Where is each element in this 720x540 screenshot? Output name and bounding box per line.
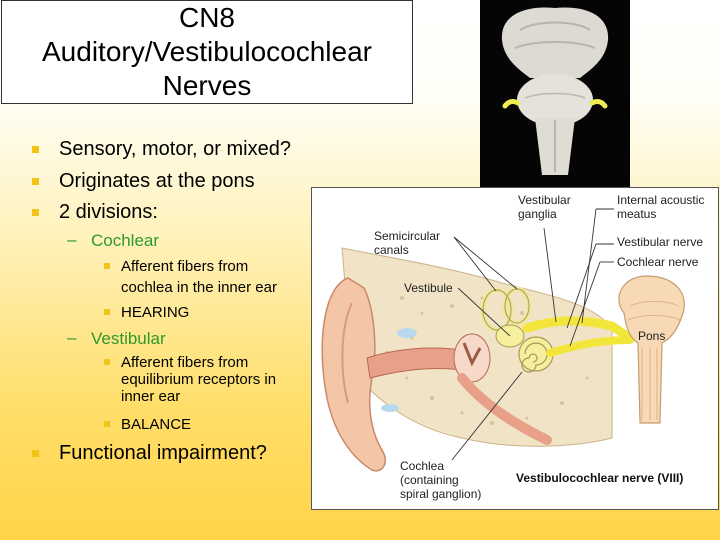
dash-marker: –	[67, 328, 77, 347]
bullet-marker	[104, 263, 110, 269]
ear-anatomy-diagram: Vestibular ganglia Internal acoustic mea…	[311, 187, 719, 510]
cochlear-function: HEARING	[104, 304, 189, 321]
label-cochlea-2: (containing	[400, 473, 459, 487]
label-vestibular-ganglia: Vestibular	[518, 193, 571, 207]
label-pons: Pons	[638, 329, 665, 343]
bullet-marker	[32, 146, 39, 153]
bullet-divisions: 2 divisions:	[32, 201, 158, 224]
label-semicircular-canals: Semicircular	[374, 229, 440, 243]
label-vestibular-ganglia-2: ganglia	[518, 207, 557, 221]
sub-bullet-cochlear: – Cochlear	[67, 230, 160, 250]
vestibular-detail: Afferent fibers from equilibrium recepto…	[104, 354, 276, 405]
bullet-marker	[104, 359, 110, 365]
bullet-origin: Originates at the pons	[32, 170, 255, 193]
diagram-caption: Vestibulocochlear nerve (VIII)	[516, 471, 683, 485]
bullet-marker	[104, 421, 110, 427]
cochlear-detail: Afferent fibers from cochlea in the inne…	[104, 258, 277, 296]
label-cochlear-nerve: Cochlear nerve	[617, 255, 699, 269]
bullet-marker	[32, 209, 39, 216]
label-internal-meatus: Internal acoustic	[617, 193, 704, 207]
title-line-1: CN8	[178, 2, 235, 33]
label-vestibular-nerve: Vestibular nerve	[617, 235, 703, 249]
dash-marker: –	[67, 230, 77, 249]
label-cochlea-3: spiral ganglion)	[400, 487, 481, 501]
label-cochlea: Cochlea	[400, 459, 444, 473]
bullet-sensory-motor: Sensory, motor, or mixed?	[32, 138, 291, 161]
brainstem-photo	[480, 0, 630, 187]
label-vestibule: Vestibule	[404, 281, 453, 295]
label-semicircular-canals-2: canals	[374, 243, 409, 257]
bullet-marker	[32, 178, 39, 185]
label-internal-meatus-2: meatus	[617, 207, 656, 221]
bullet-marker	[104, 309, 110, 315]
bullet-impairment: Functional impairment?	[32, 442, 267, 465]
title-line-3: Nerves	[162, 70, 252, 101]
vestibular-function: BALANCE	[104, 416, 191, 433]
slide-title: CN8 Auditory/Vestibulocochlear Nerves	[1, 0, 413, 104]
sub-bullet-vestibular: – Vestibular	[67, 328, 166, 348]
title-line-2: Auditory/Vestibulocochlear	[42, 36, 372, 67]
bullet-marker	[32, 450, 39, 457]
